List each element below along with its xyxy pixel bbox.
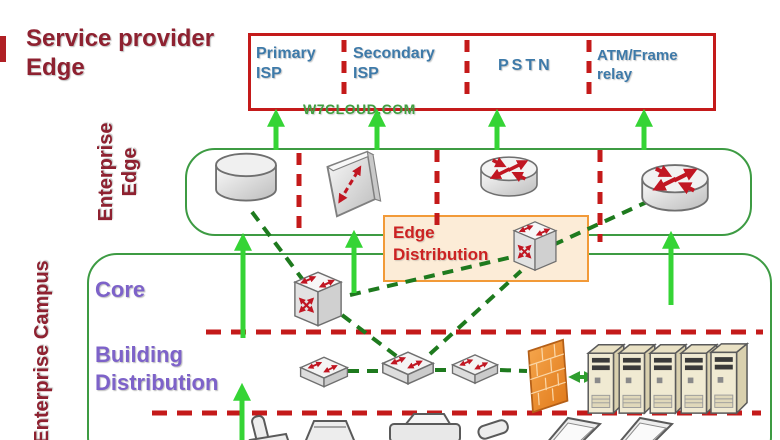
laptop-icon bbox=[540, 414, 610, 440]
content-cylinder-icon bbox=[208, 150, 284, 208]
workgroup-switch-icon bbox=[298, 352, 350, 392]
left-edge-red-mark bbox=[0, 36, 6, 62]
segment-secondary-isp: Secondary ISP bbox=[353, 45, 435, 82]
segment-atm-frame-relay: ATM/Frame relay bbox=[597, 47, 678, 83]
enterprise-campus-label: Enterprise Campus bbox=[31, 260, 53, 440]
workgroup-switch-icon bbox=[450, 350, 500, 388]
printer-icon bbox=[384, 412, 468, 440]
vpn-concentrator-icon bbox=[318, 144, 392, 224]
laptop-icon bbox=[612, 414, 682, 440]
core-switch-icon bbox=[286, 267, 350, 331]
handset-icon bbox=[470, 417, 520, 440]
ip-phone-icon bbox=[246, 414, 296, 440]
edge-distribution-label: Edge Distribution bbox=[393, 223, 489, 265]
page-title: Service provider Edge bbox=[26, 25, 215, 81]
core-label: Core bbox=[95, 277, 146, 302]
enterprise-edge-label: Enterprise Edge bbox=[95, 122, 141, 222]
desktop-pc-icon bbox=[296, 417, 362, 440]
segment-pstn: PSTN bbox=[498, 57, 553, 74]
wan-router-icon bbox=[634, 150, 716, 222]
service-provider-box bbox=[248, 33, 716, 111]
watermark: W7CLOUD.COM bbox=[303, 101, 416, 117]
building-distribution-label: Building Distribution bbox=[95, 342, 219, 395]
edge-distribution-switch-icon bbox=[506, 217, 564, 275]
pstn-router-icon bbox=[474, 146, 544, 204]
segment-primary-isp: Primary ISP bbox=[256, 45, 316, 82]
workgroup-switch-icon bbox=[380, 347, 436, 389]
firewall-icon bbox=[524, 338, 572, 414]
server-icon bbox=[705, 341, 753, 415]
